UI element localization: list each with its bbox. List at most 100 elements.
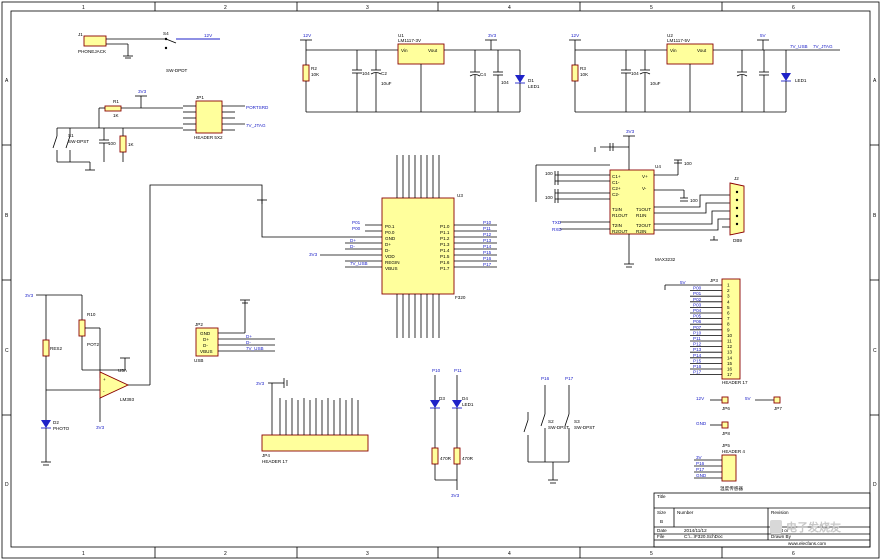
max-pin-c1m: C1- [612, 180, 620, 185]
row-label-right-d: D [873, 482, 877, 488]
mcu-net-p15: P15 [483, 250, 492, 255]
jp3-pin-net: P05 [693, 314, 702, 319]
jumper-jp7 [773, 396, 781, 404]
c-jtag-value: 100 [108, 141, 116, 146]
header-jp5 [721, 454, 737, 482]
s4-ref: S4 [163, 31, 169, 36]
net-3v3-max: 3V3 [626, 129, 635, 134]
net-3v3-u1: 3V3 [488, 33, 497, 38]
mcu-net-p13: P13 [483, 238, 492, 243]
jp3-pin-net: P13 [693, 347, 702, 352]
u1-part: LM1117-3V [398, 38, 422, 43]
resistor-r3 [571, 64, 579, 82]
date-value: 2014/11/12 [684, 528, 707, 533]
mcu-f320 [381, 197, 455, 295]
s2-ref: S2 [548, 419, 554, 424]
resistor-led-d3 [431, 447, 439, 465]
status-leds-section: P10 P11 D3 D4 LED1 470R 470R 3V3 [430, 368, 474, 498]
usb-net-7vusb: 7V_USB [246, 346, 264, 351]
jp3-pin-number: 3 [727, 294, 730, 299]
jp3-pin-number: 5 [727, 305, 730, 310]
mcu-pin-gnd: GND [385, 236, 396, 241]
net-3v3-comp: 3V3 [25, 293, 34, 298]
net-rxd: RXD [552, 227, 562, 232]
jumper-jp8 [721, 421, 729, 429]
r-led3-value: 470R [440, 456, 452, 461]
net-3v3-jtag: 3V3 [138, 89, 147, 94]
mcu-net-p12: P12 [483, 232, 492, 237]
row-label-right-b: B [873, 213, 877, 219]
mcu-right-pins [454, 224, 497, 268]
jp3-pin-number: 16 [727, 367, 733, 372]
mcu-pin-p11: P1.1 [440, 230, 450, 235]
net-7v-jtag: 7V_JTAG [246, 123, 266, 128]
r1-value: 1K [113, 113, 120, 118]
jp3-pin-net: P15 [693, 358, 702, 363]
mcu-bottom-pins [396, 294, 440, 338]
r2-ref: R2 [311, 66, 317, 71]
mcu-section: U3 F320 P0.1 P0.0 GND D+ D- VDD [149, 155, 497, 385]
u1-vin: Vin [401, 48, 408, 53]
max-pin-c1p: C1+ [612, 174, 621, 179]
mcu-ref: U3 [457, 193, 463, 198]
db9-name: DB9 [733, 238, 742, 243]
c-u2-in-value: 104 [631, 71, 639, 76]
net-7v-jtag-top: 7V_JTAG [813, 44, 833, 49]
jp3-pin-number: 15 [727, 361, 733, 366]
r3-value: 10K [580, 72, 589, 77]
usb-name: USB [194, 358, 203, 363]
rs232-section: 3V3 U4 MAX3232 C1+ C1- C2+ C2- T1IN R1OU… [535, 129, 745, 268]
mcu-pin-vdd: VDD [385, 254, 395, 259]
jp3-pin-number: 10 [727, 333, 733, 338]
row-label-right-a: A [873, 78, 877, 84]
r2-value: 10K [311, 72, 320, 77]
jp5-net-p16: P16 [696, 461, 705, 466]
jp5-note: 温度传感器 [720, 485, 743, 492]
jp5-net-gnd: GND [696, 473, 707, 478]
max-pin-t2out: T2OUT [636, 223, 651, 228]
mcu-net-7vusb: 7V_USB [350, 261, 368, 266]
mcu-part: F320 [455, 295, 466, 300]
jack-ref: J1 [78, 32, 83, 37]
col-label-top-5: 5 [650, 5, 653, 11]
opamp-part: LM393 [120, 397, 134, 402]
jp8-ref: JP8 [722, 431, 730, 436]
size-value: B [660, 519, 663, 524]
led-u2-output [781, 73, 791, 81]
photo-diode [41, 420, 51, 428]
jp3-pin-net: P14 [693, 353, 702, 358]
u1-vout: Vout [428, 48, 438, 53]
resistor-r2 [302, 64, 310, 82]
jp7-net-5v: 5V [745, 396, 752, 401]
mcu-top-pins [396, 155, 440, 198]
mcu-net-p14: P14 [483, 244, 492, 249]
mcu-pin-p00: P0.0 [385, 230, 395, 235]
r-jtag-pd-value: 1K [128, 142, 135, 147]
pot-name: POT2 [87, 342, 99, 347]
s1-ref: S1 [68, 133, 74, 138]
led-d1 [515, 75, 525, 83]
s2-type: SW-DPST [548, 425, 569, 430]
mcu-pin-p12: P1.2 [440, 236, 450, 241]
header17-bottom-section: 3V3 JP4 HEADER 17 [256, 378, 369, 464]
comparator-lm393 [99, 371, 130, 399]
wire-comparator-to-mcu [149, 184, 365, 385]
jp3-pin-net: P06 [693, 319, 702, 324]
header-jp3 [721, 278, 741, 380]
border-column-labels: 1 2 3 4 5 6 1 2 3 4 5 6 A B C D A B C D [5, 5, 877, 557]
usb-section: JP2 GND D+ D- VBUS USB D+ D- 7V_USB [194, 299, 275, 363]
revision-label: Revision [771, 510, 789, 515]
jp5-net-p17: P17 [696, 467, 705, 472]
r-led4-value: 470R [462, 456, 474, 461]
jp3-pin-number: 17 [727, 372, 733, 377]
mcu-net-3v3: 3V3 [309, 252, 318, 257]
mcu-pin-p17: P1.7 [440, 266, 450, 271]
power-input-section: J1 PHONEJACK S4 12V SW-DPDT [78, 31, 220, 73]
jumpers-section: 12V JP6 5V JP7 GND JP8 [696, 396, 782, 436]
s3-ref: S3 [574, 419, 580, 424]
col-label-bottom-5: 5 [650, 551, 653, 557]
jp3-pin-number: 7 [727, 316, 730, 321]
sw-net-p17: P17 [565, 376, 574, 381]
